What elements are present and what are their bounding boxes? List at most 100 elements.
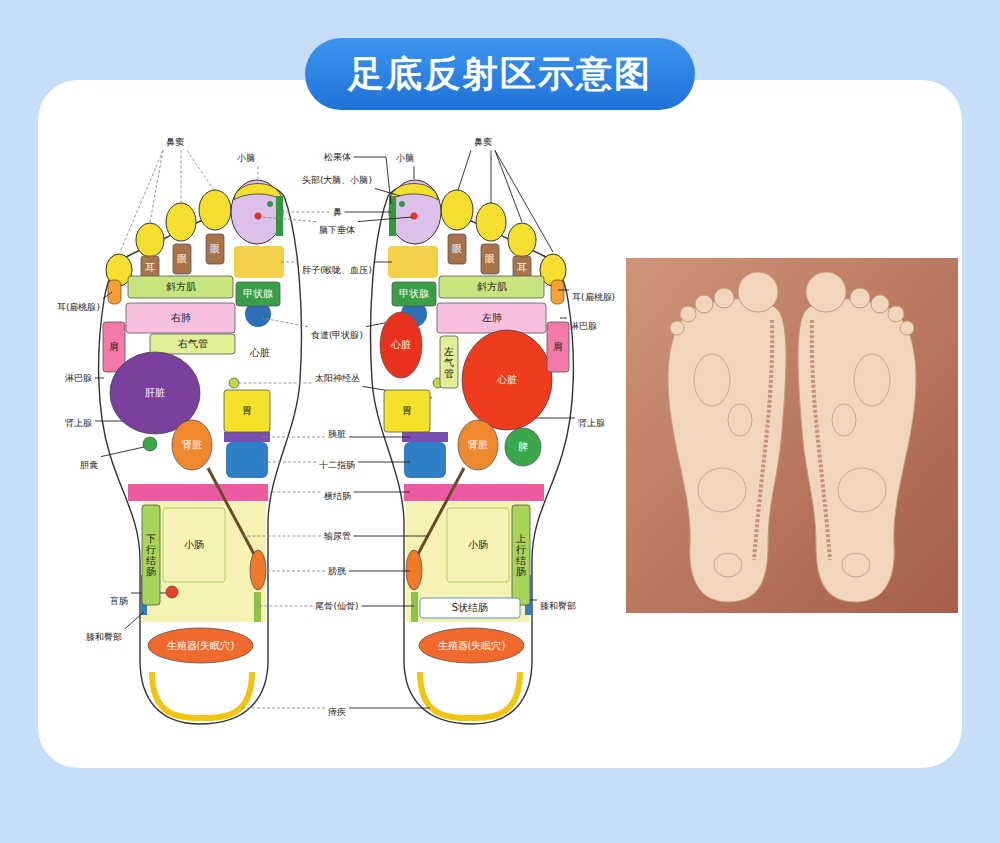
leader-line — [375, 188, 400, 196]
reflex-zone: 眼 — [448, 234, 466, 264]
zone-label: 胃 — [402, 405, 412, 417]
callout-label: 小脑 — [237, 153, 255, 164]
zone-rect — [547, 322, 569, 372]
callout-label: 肾上腺 — [65, 418, 92, 429]
zone-ellipse — [458, 420, 498, 470]
callout-label: 淋巴腺 — [570, 321, 597, 332]
zone-rect — [440, 336, 458, 388]
zone-label: 左肺 — [482, 312, 502, 324]
leader-line — [491, 150, 492, 203]
callout-label: 膝和臀部 — [540, 601, 576, 612]
reflex-zone: 肾脏 — [458, 420, 498, 470]
leader-line — [414, 166, 415, 179]
callout-label: 耳(扁桃腺) — [572, 292, 615, 303]
zone-rect — [103, 322, 125, 372]
leader-line — [458, 150, 471, 190]
zone-label: 心脏 — [250, 347, 270, 359]
zone-rect — [206, 234, 224, 264]
leader-line — [349, 708, 430, 709]
zone-rect — [173, 244, 191, 274]
leader-line — [375, 262, 392, 263]
zone-ellipse — [419, 628, 524, 663]
callout-label: 输尿管 — [324, 531, 351, 542]
left-foot — [99, 180, 302, 724]
callout-label: 胰脏 — [328, 429, 346, 440]
reflex-zone: 肩 — [547, 322, 569, 372]
reflex-zone: 眼 — [173, 244, 191, 274]
callout-label: 鼻窦 — [474, 137, 492, 148]
callout-label: 胆囊 — [80, 460, 98, 471]
photo-left-foot — [668, 272, 786, 602]
leader-line — [261, 217, 316, 222]
callout-label: 脖子(喉咙、血压) — [302, 265, 372, 276]
leader-line — [262, 462, 316, 463]
leader-line — [358, 462, 410, 463]
leader-line — [358, 217, 412, 222]
callout-label: 小脑 — [396, 153, 414, 164]
zone-rect — [447, 508, 509, 582]
zone-rect — [163, 508, 225, 582]
reflex-zone: 斜方肌 — [128, 276, 233, 298]
leader-line — [236, 383, 312, 384]
zone-rect — [126, 303, 235, 333]
zone-ellipse — [380, 312, 422, 378]
callout-label: 耳(扁桃腺) — [57, 302, 100, 313]
zone-rect — [481, 244, 499, 274]
reflex-zone: 胃 — [384, 390, 430, 432]
callout-label: 肾上腺 — [578, 418, 605, 429]
reflex-zone: 左气管 — [440, 336, 458, 388]
zone-rect — [437, 303, 546, 333]
leader-line — [362, 606, 414, 607]
zone-label: 眼 — [485, 253, 495, 265]
zone-rect — [448, 234, 466, 264]
photo-right-foot — [798, 272, 916, 602]
zone-rect — [224, 390, 270, 432]
reflex-zone: 右气管 — [150, 334, 235, 354]
zone-label: 甲状腺 — [399, 288, 429, 300]
zone-label: S状结肠 — [452, 602, 488, 614]
reflex-zone: 肩 — [103, 322, 125, 372]
reflex-zone: 肾脏 — [172, 420, 212, 470]
reflex-zone: 脾 — [505, 428, 541, 466]
zone-ellipse — [148, 628, 253, 663]
callout-label: 十二指肠 — [319, 460, 355, 471]
callout-label: 膀胱 — [328, 566, 346, 577]
reflex-zone: 小肠 — [447, 508, 509, 582]
reflex-zone: S状结肠 — [420, 598, 520, 618]
zone-label: 下行结肠 — [146, 533, 156, 577]
title-text: 足底反射区示意图 — [348, 50, 652, 99]
reflex-zone: 下行结肠 — [142, 505, 160, 605]
zone-label: 眼 — [177, 253, 187, 265]
zone-label: 肝脏 — [145, 387, 165, 399]
zone-label: 右气管 — [178, 338, 208, 350]
callout-label: 膝和臀部 — [86, 632, 122, 643]
zone-ellipse — [462, 330, 552, 430]
leader-line — [150, 150, 163, 222]
leader-line — [349, 571, 410, 572]
callout-label: 食道(甲状腺) — [311, 330, 363, 341]
leader-line — [103, 292, 112, 299]
leader-line — [101, 447, 144, 457]
leader-line — [495, 150, 522, 222]
leader-line — [495, 150, 553, 252]
leader-line — [125, 612, 144, 629]
zone-label: 耳 — [517, 262, 527, 274]
callout-label: 鼻窦 — [166, 137, 184, 148]
zone-label: 斜方肌 — [477, 281, 507, 293]
reflex-zone: 甲状腺 — [236, 282, 280, 306]
callout-label: 鼻 — [333, 207, 342, 218]
zone-rect — [439, 276, 544, 298]
leader-line — [262, 492, 321, 493]
callout-label: 横结肠 — [324, 491, 351, 502]
leader-line — [354, 536, 429, 537]
zone-label: 耳 — [145, 262, 155, 274]
zone-label: 眼 — [210, 243, 220, 255]
leader-line — [258, 166, 259, 179]
zone-ellipse — [505, 428, 541, 466]
leader-line — [258, 606, 312, 607]
leader-line — [349, 437, 410, 438]
reflex-zone: 小肠 — [163, 508, 225, 582]
callout-label: 太阳神经丛 — [315, 373, 360, 384]
reflex-zone: 右肺 — [126, 303, 235, 333]
